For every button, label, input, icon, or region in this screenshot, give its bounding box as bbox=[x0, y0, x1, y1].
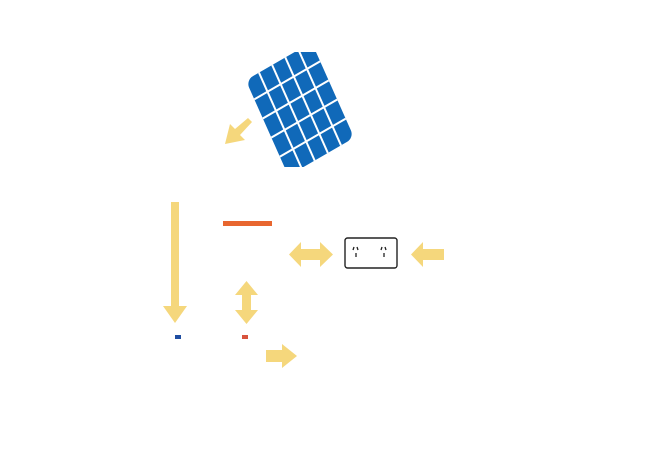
bidirectional-arrow-horizontal bbox=[289, 241, 334, 268]
panel-grid-line bbox=[253, 60, 321, 101]
panel-grid-line bbox=[279, 117, 347, 158]
arrow-down-icon bbox=[163, 202, 187, 323]
solar-panel-body bbox=[248, 52, 352, 167]
panel-grid-line bbox=[270, 98, 338, 139]
arrow-right bbox=[266, 344, 298, 368]
arrow-left-icon bbox=[411, 242, 444, 267]
panel-grid-line bbox=[297, 52, 342, 146]
blue-square-marker bbox=[175, 335, 181, 339]
panel-grid-line bbox=[258, 72, 303, 167]
arrow-into-outlet bbox=[411, 242, 444, 267]
red-square-marker bbox=[242, 335, 248, 339]
panel-grid-line bbox=[284, 56, 329, 154]
panel-grid-line bbox=[271, 64, 316, 162]
arrow-right-icon bbox=[266, 344, 297, 368]
bidirectional-arrow-vertical bbox=[234, 281, 259, 324]
arrow-up-down-icon bbox=[235, 281, 258, 324]
long-arrow-down bbox=[162, 202, 188, 324]
power-outlet-icon bbox=[344, 237, 398, 269]
solar-panel-icon bbox=[248, 52, 352, 167]
solar-panel-grid bbox=[253, 52, 347, 167]
solar-panel bbox=[240, 52, 360, 167]
arrow-from-panel bbox=[222, 118, 256, 148]
wall-outlet bbox=[344, 237, 398, 269]
panel-grid-line bbox=[262, 79, 330, 120]
arrow-down-left-icon bbox=[225, 118, 252, 144]
orange-bar bbox=[223, 221, 272, 226]
arrow-left-right-icon bbox=[289, 242, 333, 267]
